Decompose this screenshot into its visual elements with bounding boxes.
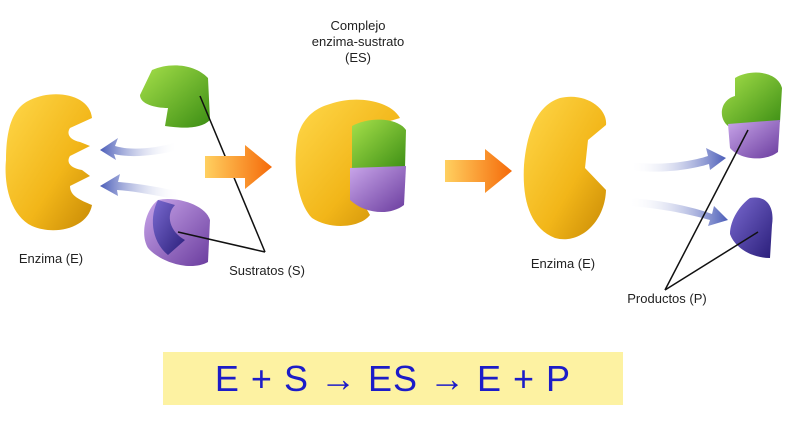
enzyme-right-label: Enzima (E) — [530, 256, 596, 271]
enzyme-left-label: Enzima (E) — [18, 251, 84, 266]
reaction-equation: E + S → ES → E + P — [214, 357, 572, 399]
complex-label-line-2: enzima-sustrato — [311, 34, 405, 49]
product-pointer-line-1 — [664, 129, 749, 291]
enzyme-right-shape — [523, 96, 607, 240]
complex-substrate-green-shape — [352, 119, 406, 170]
substrate-green-shape — [140, 65, 210, 128]
reaction-equation-box: E + S → ES → E + P — [163, 352, 623, 405]
complex-label: Complejo enzima-sustrato (ES) — [298, 18, 418, 66]
products-label: Productos (P) — [627, 291, 707, 306]
substrates-label: Sustratos (S) — [229, 263, 305, 278]
release-arrow-2 — [100, 174, 180, 200]
enzyme-left-shape — [5, 94, 93, 231]
product-dark-purple-shape — [730, 197, 773, 258]
reaction-arrow-2 — [445, 149, 512, 193]
release-arrow-1 — [100, 138, 178, 160]
complex-label-line-1: Complejo — [330, 18, 386, 33]
complex-enzyme-shape — [295, 99, 400, 226]
product-arrow-2 — [628, 198, 728, 226]
substrate-pointer-line-2 — [177, 231, 266, 253]
substrate-purple-shape — [144, 198, 210, 267]
complex-label-line-3: (ES) — [345, 50, 371, 65]
reaction-arrow-1 — [205, 145, 272, 189]
substrate-purple-shade — [152, 200, 185, 255]
product-green-shape — [721, 72, 782, 126]
product-arrow-1 — [630, 148, 726, 172]
complex-substrate-purple-shape — [350, 166, 406, 213]
product-purple-shape — [728, 120, 780, 159]
product-pointer-line-2 — [664, 231, 759, 291]
